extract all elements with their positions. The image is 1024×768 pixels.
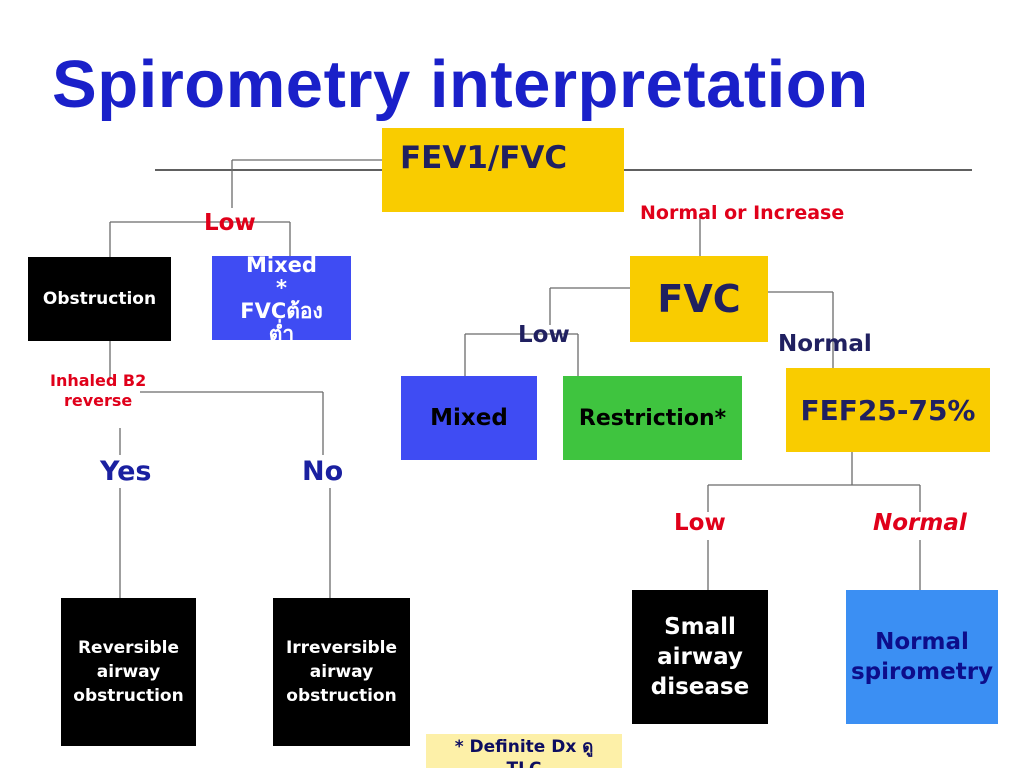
reversible-box: Reversible airway obstruction: [61, 598, 196, 746]
irreversible-label: Irreversible airway obstruction: [285, 638, 398, 706]
irreversible-box: Irreversible airway obstruction: [273, 598, 410, 746]
fvc-label: FVC: [657, 277, 741, 321]
normal-spirometry-box: Normal spirometry: [846, 590, 998, 724]
obstruction-label: Obstruction: [42, 289, 157, 309]
yes-label: Yes: [100, 456, 152, 487]
mixed-fvc-label: Mixed * FVCต้อง ต่ำ: [240, 256, 323, 340]
mixed-box: Mixed: [401, 376, 537, 460]
low-fvc-label: Low: [518, 322, 570, 348]
fef-box: FEF25-75%: [786, 368, 990, 452]
restriction-label: Restriction*: [578, 405, 727, 431]
mixed-fvc-box: Mixed * FVCต้อง ต่ำ: [212, 256, 351, 340]
no-label: No: [302, 456, 344, 487]
low-fef-label: Low: [674, 510, 726, 536]
obstruction-box: Obstruction: [28, 257, 171, 341]
inhaled-b2-label: Inhaled B2 reverse: [50, 371, 147, 410]
reversible-label: Reversible airway obstruction: [73, 638, 184, 706]
normal-increase-label: Normal or Increase: [640, 202, 845, 224]
normal-fef-label: Normal: [873, 510, 967, 536]
footnote-label: * Definite Dx ดู TLC: [454, 737, 594, 768]
mixed-label: Mixed: [430, 405, 508, 431]
fvc-box: FVC: [630, 256, 768, 342]
fev1-fvc-box: FEV1/FVC: [382, 128, 624, 212]
normal-fvc-label: Normal: [778, 331, 872, 357]
fef-label: FEF25-75%: [800, 393, 976, 427]
normal-spirometry-label: Normal spirometry: [850, 629, 994, 685]
low-top-label: Low: [204, 210, 256, 236]
fev1-fvc-label: FEV1/FVC: [400, 140, 568, 176]
small-airway-box: Small airway disease: [632, 590, 768, 724]
restriction-box: Restriction*: [563, 376, 742, 460]
footnote-box: * Definite Dx ดู TLC: [426, 734, 622, 768]
small-airway-label: Small airway disease: [650, 614, 750, 700]
page-title: Spirometry interpretation: [52, 47, 869, 122]
